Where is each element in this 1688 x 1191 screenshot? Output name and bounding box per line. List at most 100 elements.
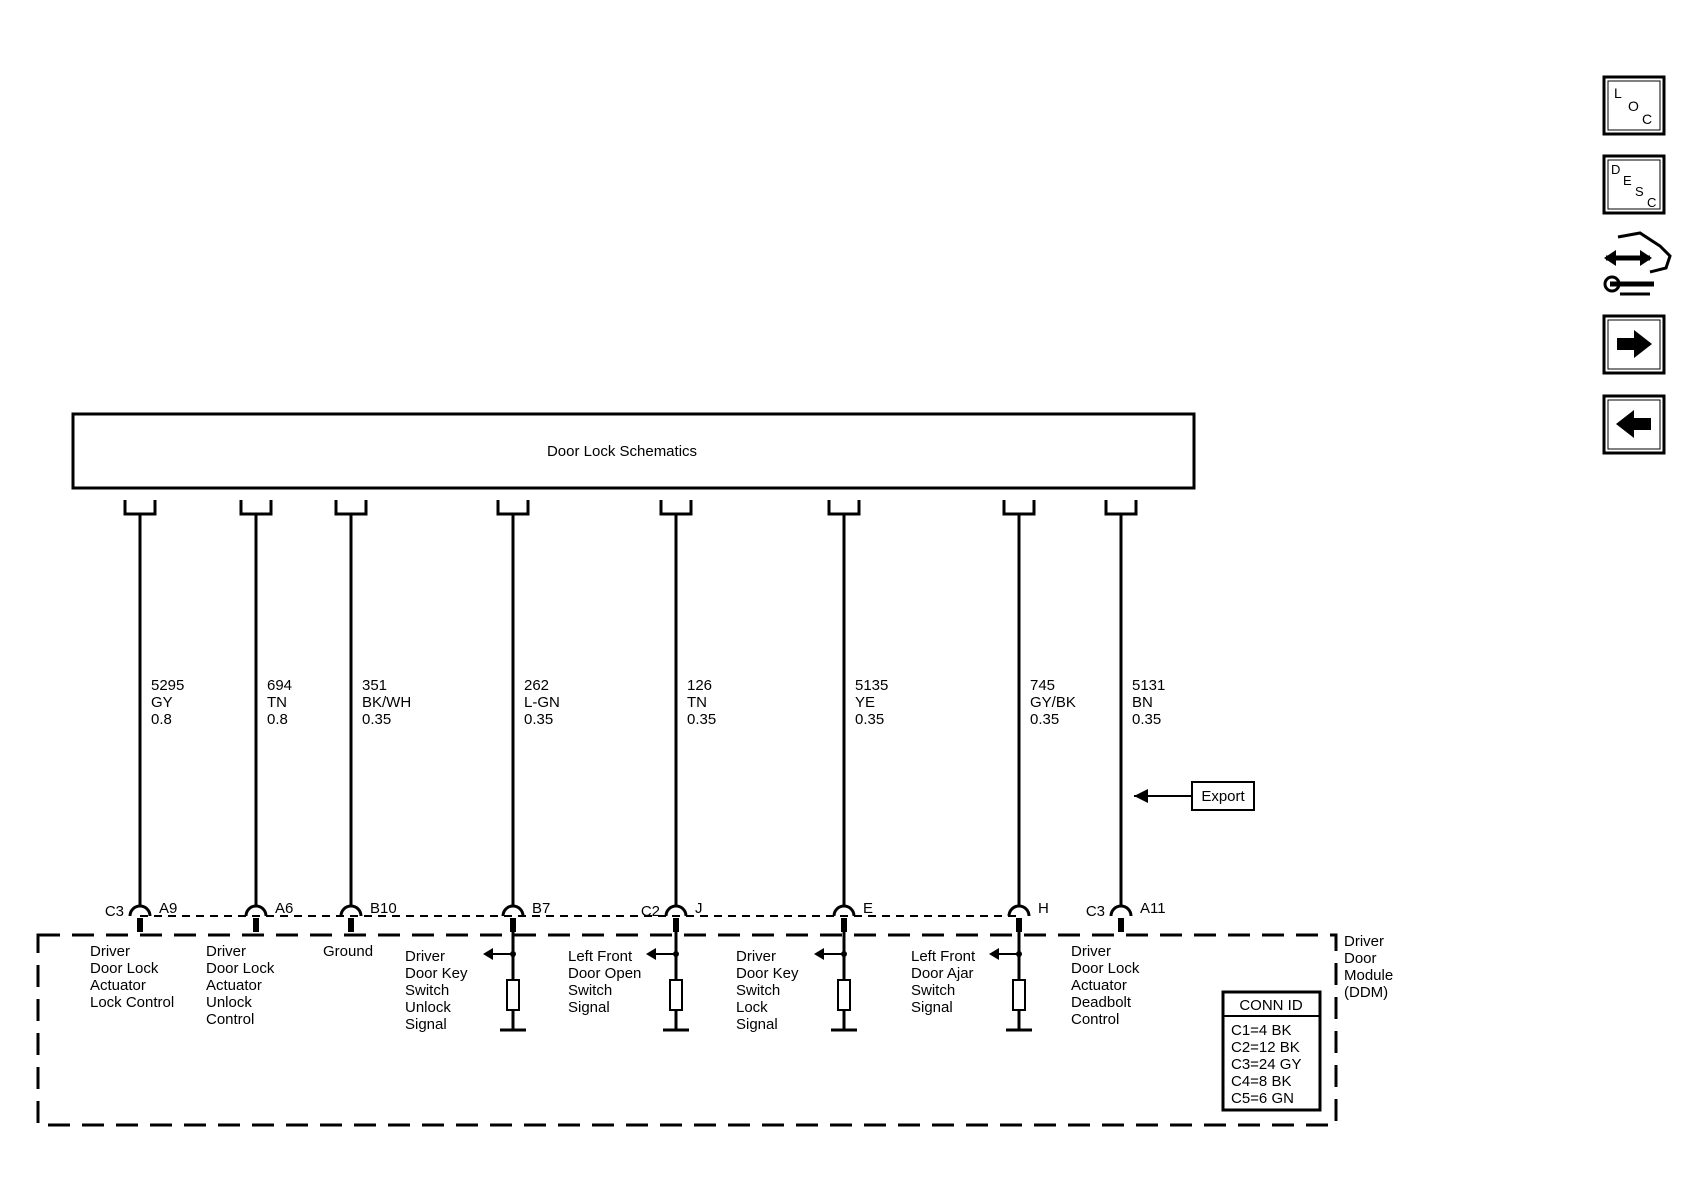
wire-color: YE (855, 694, 875, 711)
pin-function-text: Actuator (1071, 977, 1127, 994)
pin-connector-icon (832, 904, 856, 917)
harness-connector-icon (239, 500, 273, 516)
wire-color: TN (267, 694, 287, 711)
pin-function-text: Door Ajar (911, 965, 974, 982)
desc-letter: C (1647, 195, 1656, 210)
wire-color: TN (687, 694, 707, 711)
pin-function-text: Unlock (405, 999, 451, 1016)
module-name-line: Door (1344, 950, 1377, 967)
pin-connector-icon (339, 904, 363, 917)
harness-connector-icon (659, 500, 693, 516)
wire-circuit-number: 351 (362, 677, 387, 694)
pin-function-text: Door Key (736, 965, 799, 982)
desc-button[interactable]: D E S C (1602, 154, 1666, 215)
arrow-left-icon (1616, 410, 1651, 438)
connector-tool-icon[interactable] (1603, 231, 1672, 296)
conn-id-row: C2=12 BK (1231, 1039, 1300, 1056)
pin-function-text: Switch (568, 982, 612, 999)
harness-title: Door Lock Schematics (547, 443, 697, 460)
wire-color: BN (1132, 694, 1153, 711)
pin-function-text: Left Front (568, 948, 633, 965)
signal-arrow-icon (989, 948, 999, 960)
export-link[interactable]: Export (1134, 781, 1255, 811)
connector-label: C3 (1086, 903, 1105, 920)
pin-function-text: Door Key (405, 965, 468, 982)
conn-id-title: CONN ID (1239, 997, 1303, 1014)
loc-button[interactable]: L O C (1602, 75, 1666, 136)
harness-connector-icon (1002, 500, 1036, 516)
pin-function-text: Unlock (206, 994, 252, 1011)
wire-gauge: 0.8 (151, 711, 172, 728)
pin-connector-icon (128, 904, 152, 917)
conn-id-row: C5=6 GN (1231, 1090, 1294, 1107)
wire-circuit-number: 694 (267, 677, 292, 694)
wire-color: BK/WH (362, 694, 411, 711)
module-outline (36, 933, 1338, 1127)
loc-letter: O (1628, 98, 1639, 114)
desc-letter: S (1635, 184, 1644, 199)
pin-function-text: Ground (323, 943, 373, 960)
pin-function-text: Door Lock (1071, 960, 1140, 977)
resistor-icon (837, 979, 851, 1011)
harness-connector-icon (496, 500, 530, 516)
toolbar: L O C D E S C (1602, 75, 1672, 455)
signal-arrow-icon (814, 948, 824, 960)
wire-circuit-number: 745 (1030, 677, 1055, 694)
pin-function-text: Control (206, 1011, 254, 1028)
conn-id-row: C1=4 BK (1231, 1022, 1291, 1039)
resistor-icon (506, 979, 520, 1011)
conn-id-row: C4=8 BK (1231, 1073, 1291, 1090)
connector-label: C2 (641, 903, 660, 920)
pin-label: A11 (1140, 900, 1166, 917)
pin-function-text: Lock Control (90, 994, 174, 1011)
pin-terminal (1016, 918, 1022, 932)
signal-arrow-icon (646, 948, 656, 960)
pin-function-text: Left Front (911, 948, 976, 965)
pin-function-text: Switch (405, 982, 449, 999)
wire-gauge: 0.35 (524, 711, 553, 728)
arrow-right-icon (1617, 330, 1652, 358)
export-label: Export (1201, 788, 1245, 805)
next-button[interactable] (1602, 314, 1666, 375)
module-name-line: Driver (1344, 933, 1384, 950)
pin-terminal (841, 918, 847, 932)
pin-label: J (695, 900, 703, 917)
pin-function-text: Driver (405, 948, 445, 965)
prev-button[interactable] (1602, 394, 1666, 455)
pin-function-text: Driver (90, 943, 130, 960)
harness-connector-icon (827, 500, 861, 516)
pin-function-text: Signal (911, 999, 953, 1016)
resistor-icon (1012, 979, 1026, 1011)
wire-gauge: 0.35 (362, 711, 391, 728)
loc-letter: C (1642, 111, 1652, 127)
wire-color: GY/BK (1030, 694, 1076, 711)
wire-circuit-number: 5295 (151, 677, 184, 694)
signal-arrow-icon (483, 948, 493, 960)
pin-label: A6 (275, 900, 293, 917)
pin-connector-icon (501, 904, 525, 917)
pin-terminal (348, 918, 354, 932)
connector-label: C3 (105, 903, 124, 920)
wire-gauge: 0.8 (267, 711, 288, 728)
pin-function-text: Switch (736, 982, 780, 999)
pin-function-text: Door Lock (206, 960, 275, 977)
pin-label: A9 (159, 900, 177, 917)
pin-function-text: Switch (911, 982, 955, 999)
pin-label: B7 (532, 900, 550, 917)
desc-letter: E (1623, 173, 1632, 188)
pin-label: B10 (370, 900, 397, 917)
pin-terminal (673, 918, 679, 932)
pin-connector-icon (244, 904, 268, 917)
harness-block: Door Lock Schematics (71, 412, 1196, 490)
pin-terminal (137, 918, 143, 932)
pin-terminal (253, 918, 259, 932)
resistor-icon (669, 979, 683, 1011)
